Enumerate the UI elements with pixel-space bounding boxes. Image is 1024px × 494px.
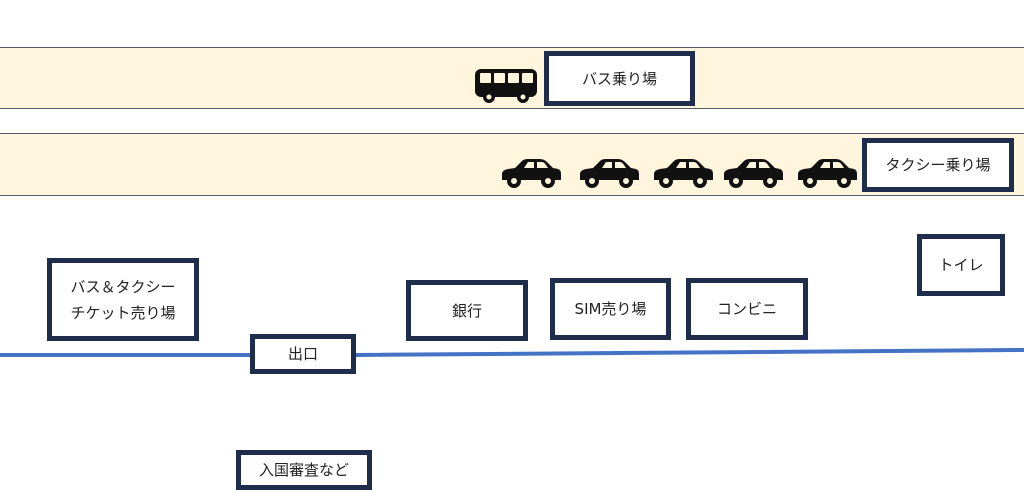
taxi-stand-text: タクシー乗り場 bbox=[885, 156, 991, 174]
sim-counter-text: SIM売り場 bbox=[574, 300, 647, 318]
bus-icon bbox=[475, 69, 537, 103]
ticket-counter-line2: チケット売り場 bbox=[70, 303, 176, 322]
ticket-counter-line1: バス＆タクシー bbox=[70, 277, 176, 296]
toilet: トイレ bbox=[917, 234, 1005, 296]
exit-text: 出口 bbox=[287, 345, 318, 363]
immigration-text: 入国審査など bbox=[258, 461, 349, 479]
immigration: 入国審査など bbox=[236, 450, 372, 490]
taxi-stand-label: タクシー乗り場 bbox=[862, 138, 1014, 192]
car-icon bbox=[724, 159, 783, 188]
ticket-counter: バス＆タクシー チケット売り場 bbox=[47, 258, 199, 341]
bank-text: 銀行 bbox=[451, 301, 482, 320]
car-icon bbox=[654, 159, 713, 188]
convenience-store: コンビニ bbox=[686, 278, 808, 340]
bus-stop-label: バス乗り場 bbox=[544, 51, 695, 106]
convenience-store-text: コンビニ bbox=[716, 300, 777, 318]
toilet-text: トイレ bbox=[938, 256, 984, 274]
sim-counter: SIM売り場 bbox=[550, 278, 671, 340]
car-icon bbox=[580, 159, 639, 188]
exit-label: 出口 bbox=[250, 334, 356, 374]
car-icon bbox=[502, 159, 561, 188]
car-icon bbox=[798, 159, 857, 188]
bank: 銀行 bbox=[406, 280, 528, 341]
bus-stop-text: バス乗り場 bbox=[581, 69, 657, 88]
